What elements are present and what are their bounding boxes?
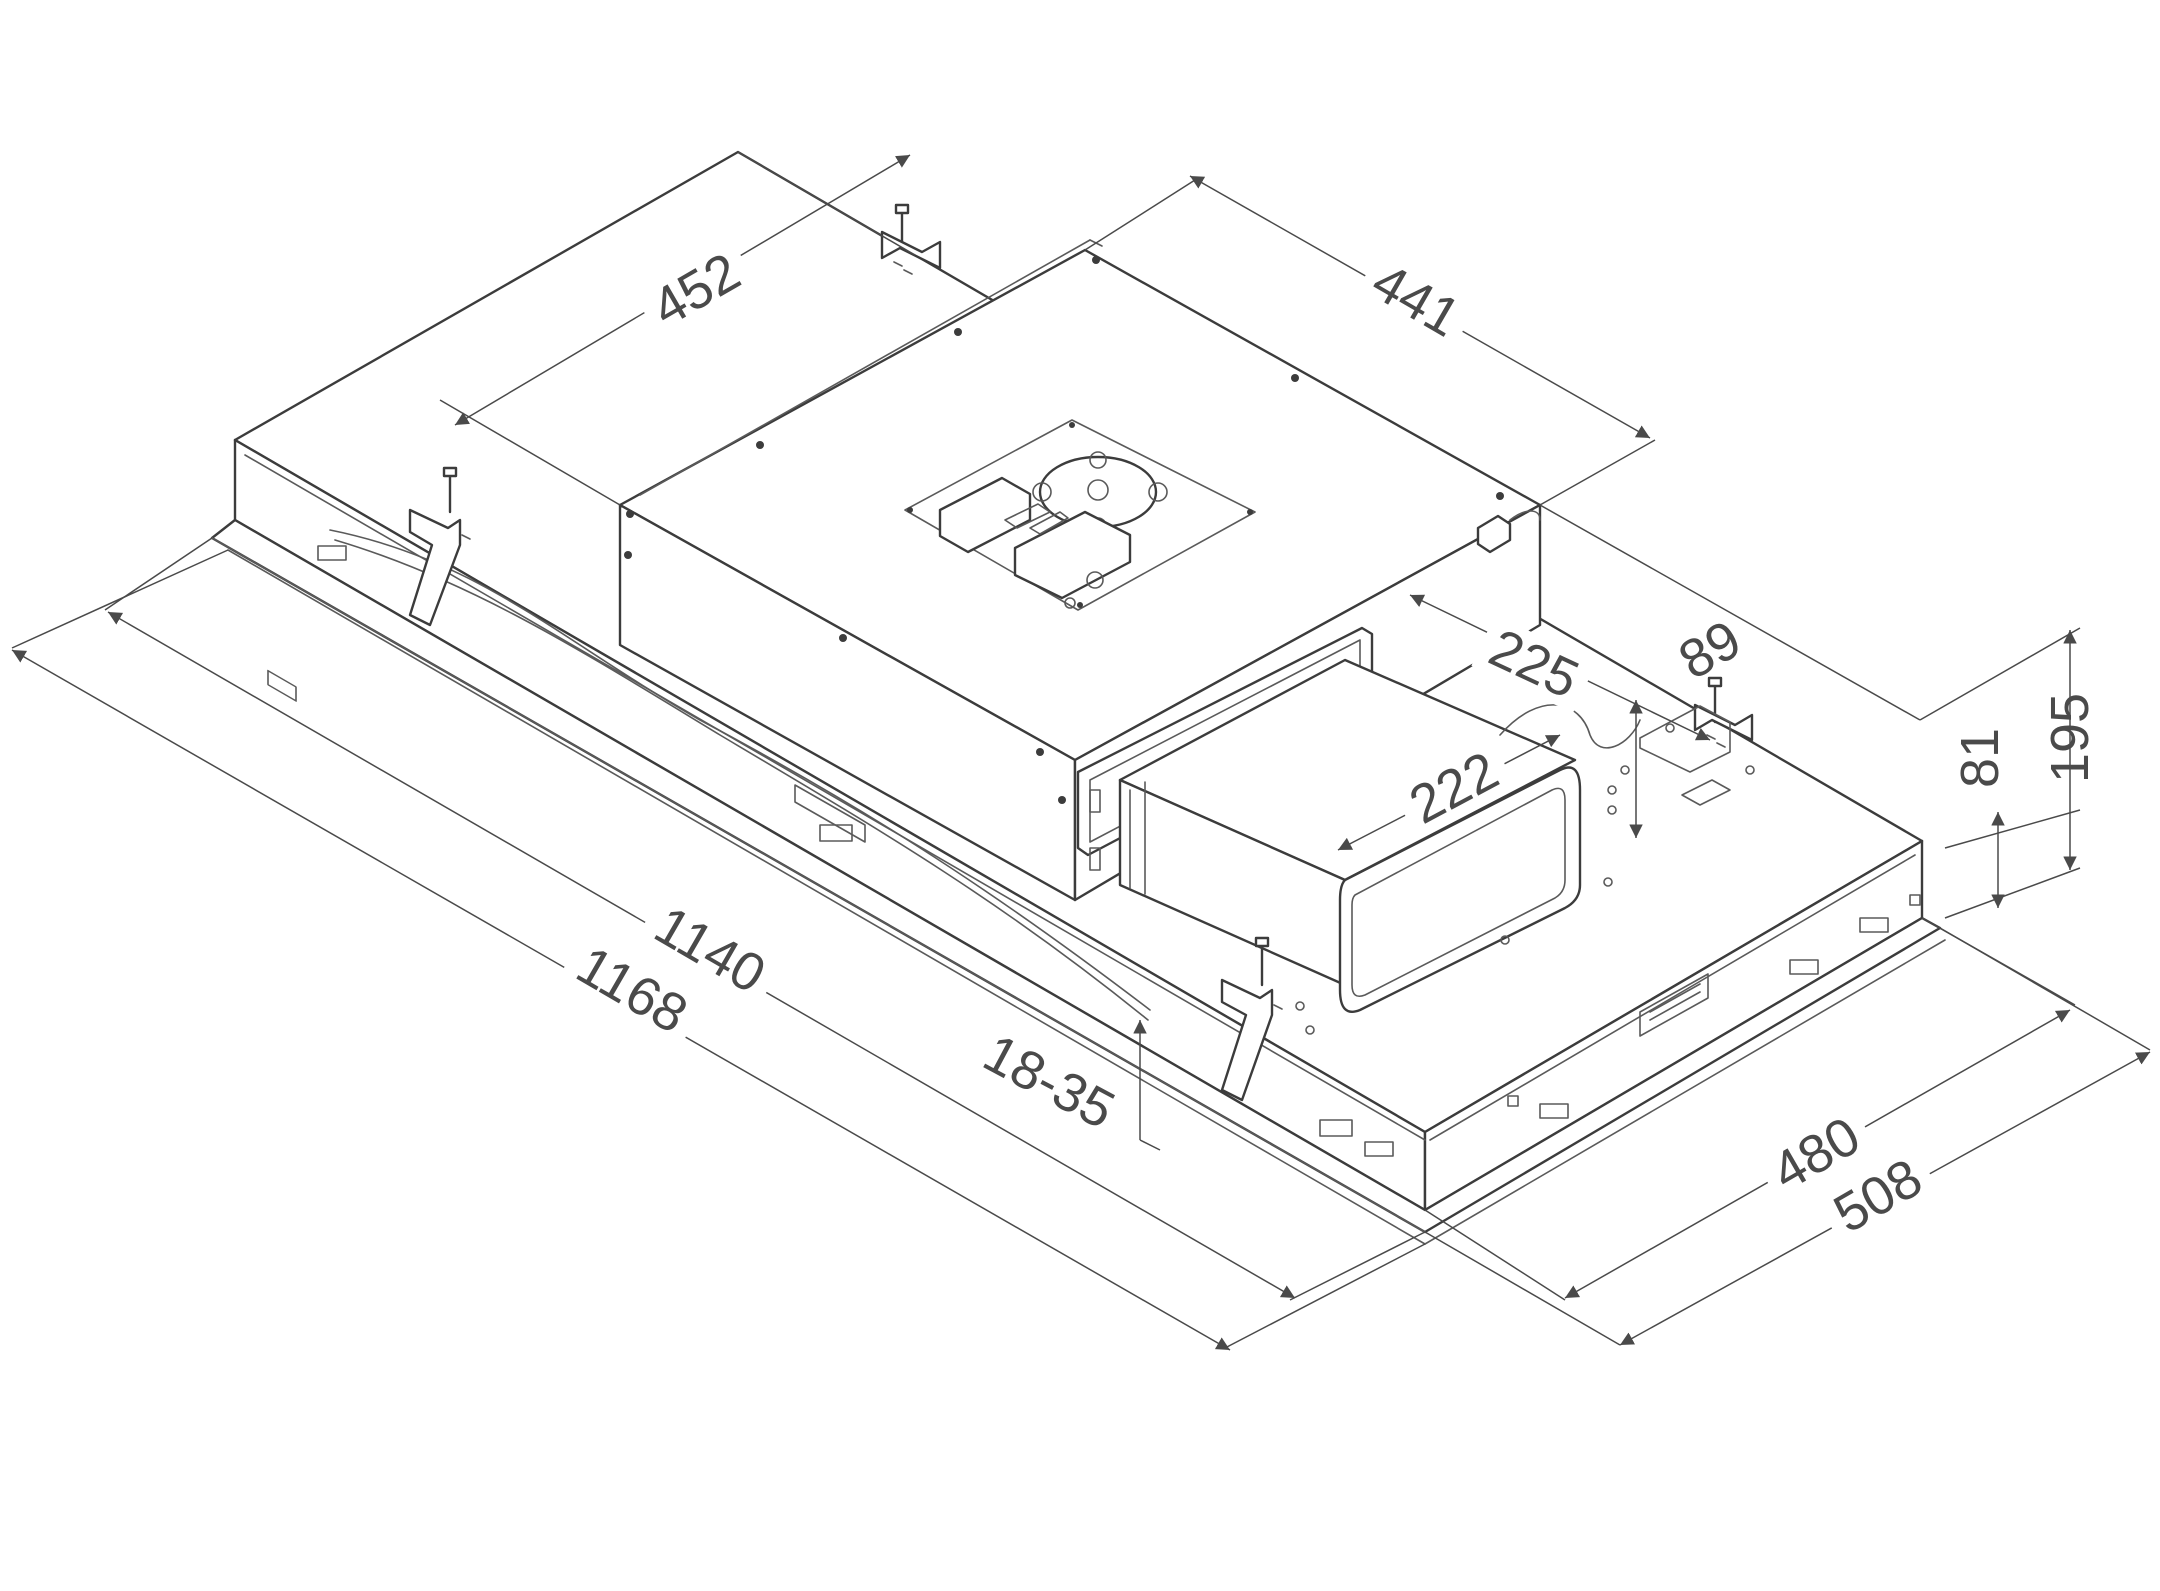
dimension-label-81: 81: [1950, 728, 2010, 788]
vent-slot: [317, 545, 347, 561]
vent-slot: [1859, 917, 1889, 933]
vent-slot: [1789, 959, 1819, 975]
vent-slot: [1319, 1119, 1353, 1137]
dimension-label-195: 195: [2040, 693, 2100, 783]
vent-slot: [1364, 1141, 1394, 1157]
dimension-label-89: 89: [1669, 609, 1751, 691]
vent-slot: [267, 669, 297, 702]
